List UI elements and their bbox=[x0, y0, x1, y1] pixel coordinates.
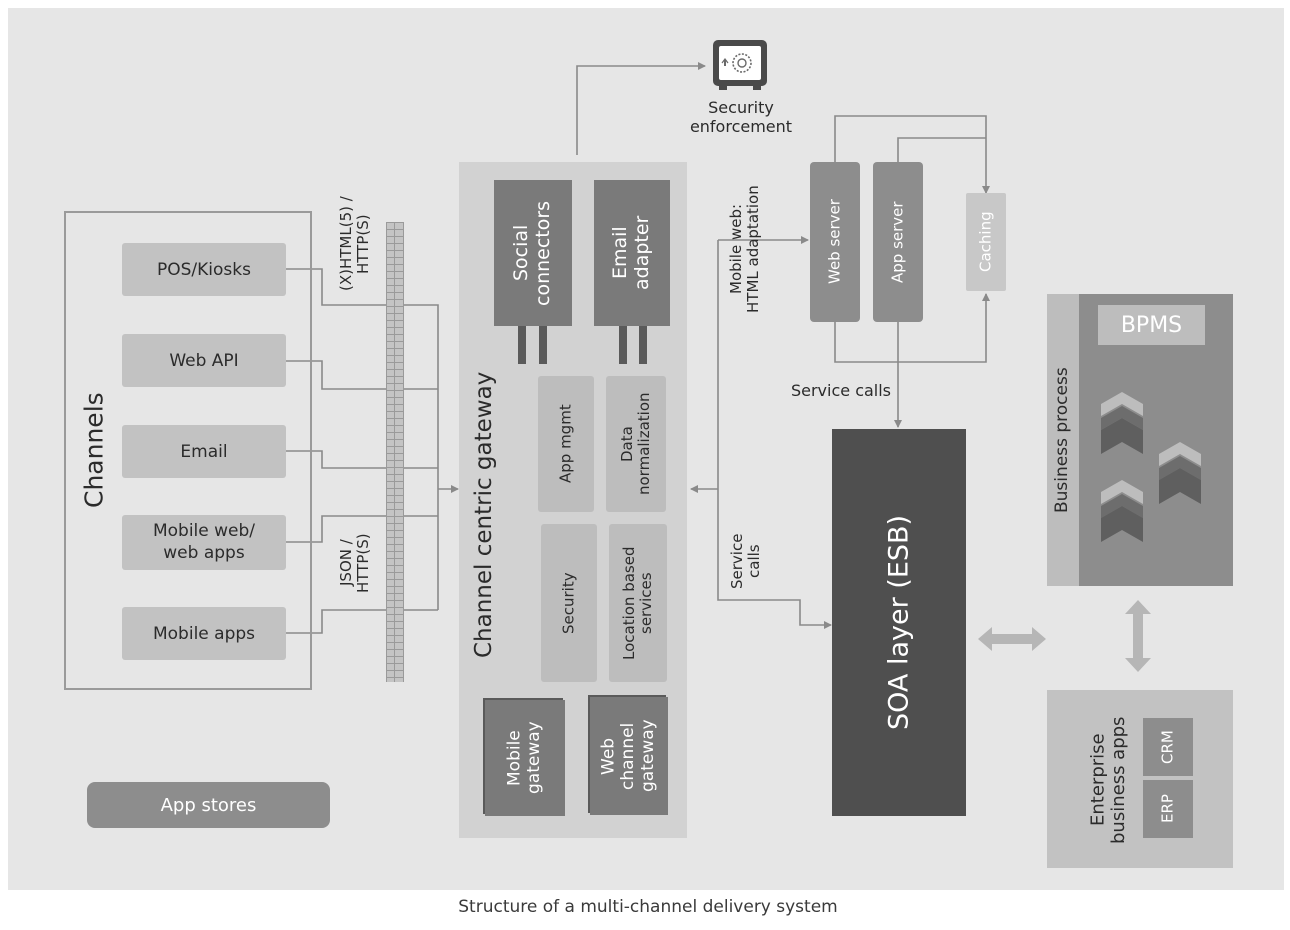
email-adapter-pin-1 bbox=[619, 326, 627, 364]
social-connector-pin-2 bbox=[539, 326, 547, 364]
soa-layer-box[interactable]: SOA layer (ESB) bbox=[832, 429, 966, 816]
mobile-gateway-box[interactable]: Mobile gateway bbox=[485, 700, 565, 816]
firewall-strip bbox=[386, 222, 404, 682]
crm-box[interactable]: CRM bbox=[1143, 718, 1193, 776]
soa-bpms-double-arrow-icon bbox=[978, 624, 1046, 654]
gateway-title: Channel centric gateway bbox=[470, 371, 497, 659]
app-server-box[interactable]: App server bbox=[873, 162, 923, 322]
location-services-box[interactable]: Location based services bbox=[609, 524, 667, 682]
service-calls-vertical-label: Service calls bbox=[727, 533, 763, 589]
app-stores-button[interactable]: App stores bbox=[87, 782, 330, 828]
business-process-strip bbox=[1047, 294, 1079, 586]
erp-box[interactable]: ERP bbox=[1143, 780, 1193, 838]
social-connector-pin-1 bbox=[518, 326, 526, 364]
caching-box[interactable]: Caching bbox=[966, 193, 1006, 291]
web-channel-gateway-box[interactable]: Web channel gateway bbox=[590, 697, 668, 815]
business-process-title: Business process bbox=[1052, 367, 1073, 513]
protocol-label-html: (X)HTML(5) / HTTP(S) bbox=[336, 196, 372, 292]
channels-title: Channels bbox=[79, 392, 109, 508]
channel-item-email[interactable]: Email bbox=[122, 425, 286, 478]
bpms-enterprise-double-arrow-icon bbox=[1124, 600, 1152, 672]
protocol-label-json: JSON / HTTP(S) bbox=[336, 533, 372, 593]
channel-item-mobile-apps[interactable]: Mobile apps bbox=[122, 607, 286, 660]
process-chevrons-icon bbox=[1098, 390, 1208, 550]
security-box[interactable]: Security bbox=[541, 524, 597, 682]
email-adapter-box[interactable]: Email adapter bbox=[594, 180, 670, 326]
enterprise-apps-panel bbox=[1047, 690, 1233, 868]
enterprise-apps-title: Enterprise business apps bbox=[1087, 716, 1129, 844]
diagram-caption: Structure of a multi-channel delivery sy… bbox=[458, 897, 838, 917]
channel-item-mobile-web[interactable]: Mobile web/ web apps bbox=[122, 515, 286, 570]
bpms-label-box[interactable]: BPMS bbox=[1098, 305, 1205, 345]
email-adapter-pin-2 bbox=[639, 326, 647, 364]
data-normalization-box[interactable]: Data normalization bbox=[606, 376, 666, 512]
security-enforcement-label: Security enforcement bbox=[689, 98, 793, 137]
safe-icon bbox=[711, 38, 769, 92]
channel-item-web-api[interactable]: Web API bbox=[122, 334, 286, 387]
social-connectors-box[interactable]: Social connectors bbox=[494, 180, 572, 326]
app-mgmt-box[interactable]: App mgmt bbox=[538, 376, 594, 512]
channel-item-pos-kiosks[interactable]: POS/Kiosks bbox=[122, 243, 286, 296]
mobile-web-adaptation-label: Mobile web: HTML adaptation bbox=[726, 185, 762, 313]
service-calls-label: Service calls bbox=[790, 381, 892, 400]
web-server-box[interactable]: Web server bbox=[810, 162, 860, 322]
channels-frame bbox=[64, 211, 312, 690]
